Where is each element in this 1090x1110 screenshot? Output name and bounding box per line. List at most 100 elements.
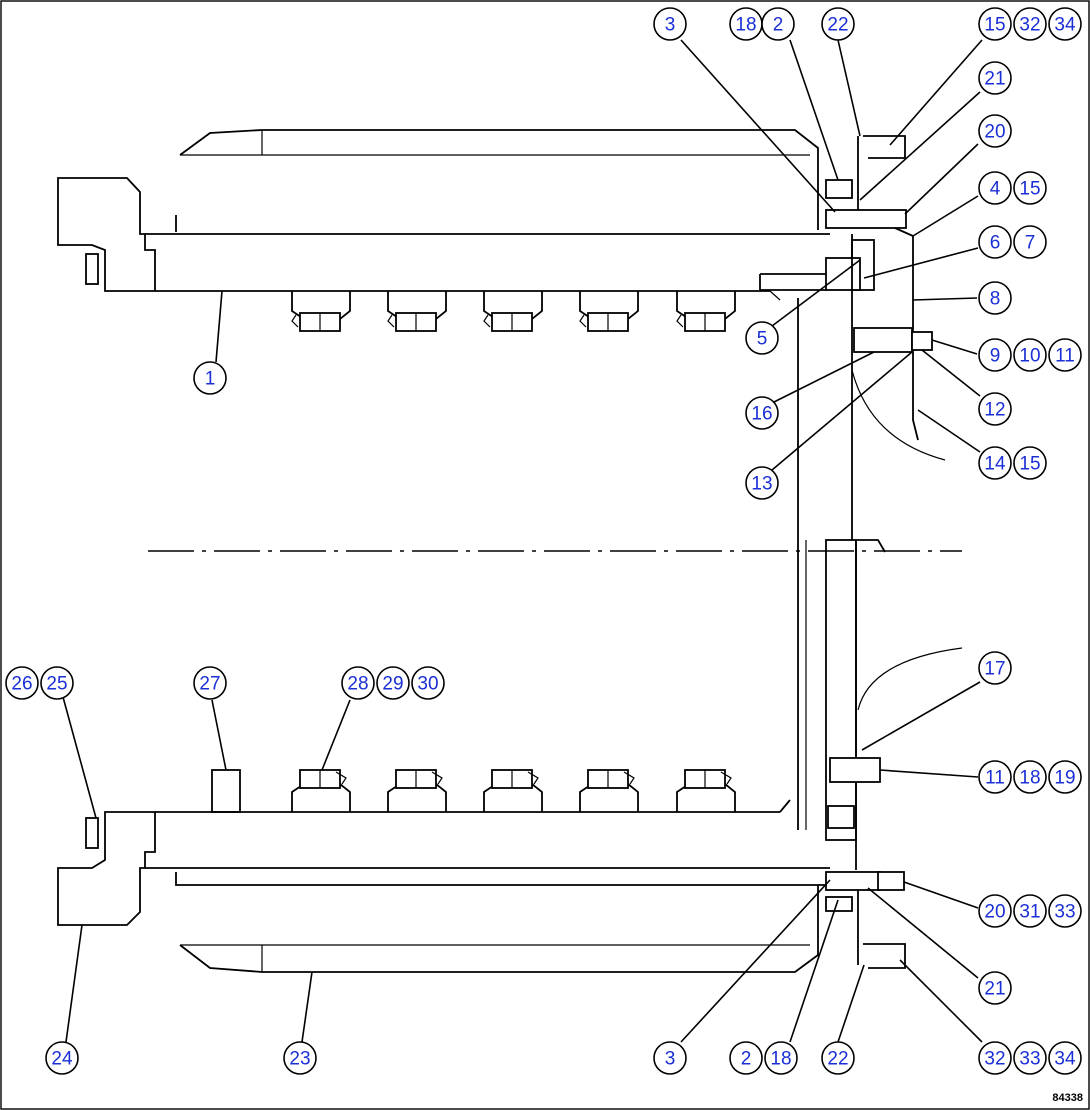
callout-circle [193,666,227,700]
callout-bubble: 21 [978,61,1012,95]
lower-outer-ring [179,885,819,973]
lower-drum-top-edge [155,799,791,813]
callout-circle [341,666,375,700]
callout-label: 5 [757,329,768,350]
lower-bolt [291,769,351,812]
upper-clamp-15 [863,135,906,159]
lower-bracket-21 [825,871,881,891]
callout-label: 24 [51,1049,73,1070]
upper-bracket [825,209,907,229]
callout-circle [283,1041,317,1075]
leader-4-top [912,195,979,237]
hub-flange-step [856,539,886,553]
callout-circle [1013,171,1047,205]
callout-label: 13 [751,474,772,495]
upper-end-block [57,177,156,292]
leader-12 [921,349,981,397]
leader-13 [771,351,913,471]
lower-drum-lip [175,872,830,886]
callout-label: 16 [751,404,772,425]
callout-bubble: 31 [1013,894,1047,928]
leader-25 [62,696,97,819]
callout-bubble: 34 [1048,1041,1082,1075]
callout-bubble: 30 [411,666,445,700]
callout-label: 29 [382,674,403,695]
callout-label: 26 [11,674,32,695]
callout-circle [978,114,1012,148]
callout-label: 3 [665,1049,676,1070]
leader-5 [771,259,861,327]
upper-end-bolt [85,253,99,285]
upper-nut-6 [825,257,861,291]
callout-circle [653,1041,687,1075]
callout-circle [978,1041,1012,1075]
lower-swing-arc [857,647,963,711]
callout-circle [761,7,795,41]
lower-bolt [676,769,736,812]
callout-label: 34 [1054,1049,1076,1070]
upper-nut-2 [825,179,853,199]
callout-circle [653,7,687,41]
callout-label: 2 [773,15,784,36]
lower-clamp-32 [863,943,906,969]
callout-bubble: 5 [745,321,779,355]
callout-label: 3 [665,15,676,36]
callout-bubble: 3 [653,7,687,41]
callout-circle [1048,1041,1082,1075]
callout-circle [729,1041,763,1075]
callout-circle [193,361,227,395]
lower-fitting-27 [211,769,241,813]
callout-label: 11 [985,768,1005,789]
callout-bubble: 24 [45,1041,79,1075]
leader-20-top [904,143,979,215]
callout-label: 28 [347,674,368,695]
callout-bubble: 18 [1013,760,1047,794]
callout-circle [978,7,1012,41]
callout-bubble: 4 [978,171,1012,205]
callout-circle [1048,894,1082,928]
callout-circle [978,338,1012,372]
callout-circle [978,281,1012,315]
callout-label: 32 [984,1049,1005,1070]
callout-bubble: 28 [341,666,375,700]
leader-9 [931,339,978,355]
callout-circle [1013,446,1047,480]
callout-bubble: 2 [761,7,795,41]
callout-circle [1013,1041,1047,1075]
leader-18-bottom [789,899,839,1043]
lower-nut-2 [825,896,853,912]
hub-flange-plate [825,539,857,841]
upper-bolt [676,291,736,332]
callout-bubble: 16 [745,396,779,430]
callout-bubble: 15 [1013,446,1047,480]
leader-6 [863,247,979,279]
callout-label: 2 [741,1049,752,1070]
callout-circle [978,61,1012,95]
callout-label: 21 [984,979,1005,1000]
callout-label: 7 [1025,233,1036,254]
callout-circle [5,666,39,700]
callout-bubble: 23 [283,1041,317,1075]
callout-circle [978,446,1012,480]
callout-label: 14 [984,454,1006,475]
callout-bubble: 22 [821,1041,855,1075]
callout-bubble: 33 [1048,894,1082,928]
leader-22-bottom [837,964,865,1043]
callout-bubble: 3 [653,1041,687,1075]
upper-outer-ring [179,129,819,230]
hub-flange [805,539,963,870]
callout-circle [745,321,779,355]
callout-label: 12 [984,400,1005,421]
callout-label: 27 [199,674,220,695]
callout-circle [978,894,1012,928]
leader-8 [912,297,978,301]
callout-label: 33 [1019,1049,1040,1070]
callout-circle [1013,225,1047,259]
leader-20-lower [903,881,979,909]
callout-bubble: 18 [764,1041,798,1075]
leader-21-lower [867,887,979,979]
upper-swing-arc [851,369,946,461]
callout-circle [411,666,445,700]
